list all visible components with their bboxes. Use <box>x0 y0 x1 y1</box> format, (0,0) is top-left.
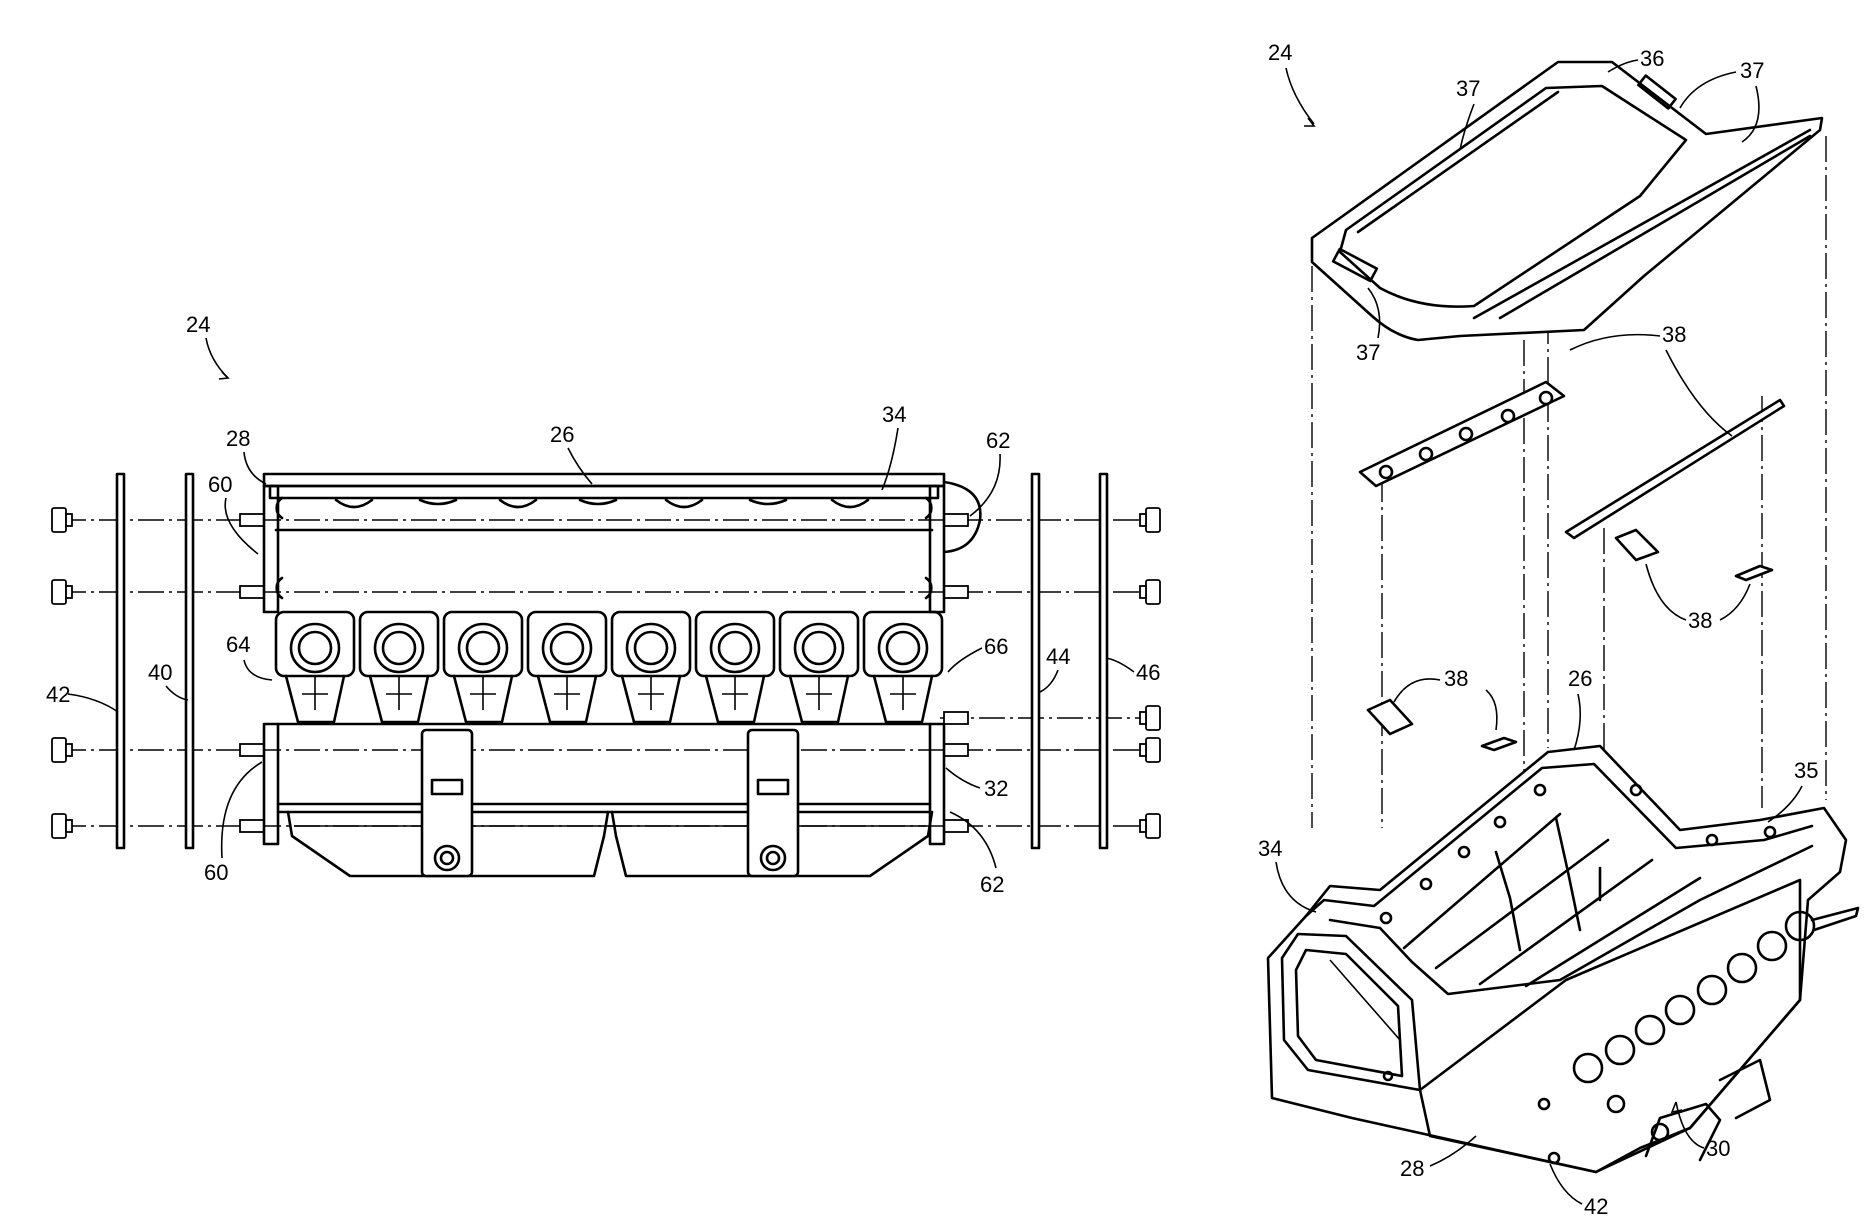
bracket-right <box>748 730 798 876</box>
plate-40 <box>186 474 193 848</box>
label-62-top: 62 <box>986 428 1010 453</box>
gasket-38-c <box>1616 530 1658 560</box>
plate-42 <box>117 474 124 848</box>
left-labels: 24 28 26 34 62 60 64 40 42 60 66 44 <box>46 312 1160 897</box>
label-36: 36 <box>1640 46 1664 71</box>
label-34-r: 34 <box>1258 836 1282 861</box>
label-32: 32 <box>984 776 1008 801</box>
housing-26 <box>264 474 980 844</box>
gasket-38-b <box>1566 400 1784 538</box>
connector <box>612 612 690 722</box>
connector <box>780 612 858 722</box>
connector <box>276 612 354 722</box>
label-64: 64 <box>226 632 250 657</box>
gasket-38-f <box>1482 738 1516 750</box>
label-37-c: 37 <box>1356 340 1380 365</box>
housing-assembly <box>1268 746 1858 1172</box>
label-24-r: 24 <box>1268 40 1292 65</box>
label-24: 24 <box>186 312 210 337</box>
label-37-a: 37 <box>1456 76 1480 101</box>
label-62-bottom: 62 <box>980 872 1004 897</box>
gasket-38-a <box>1360 382 1564 486</box>
label-35: 35 <box>1794 758 1818 783</box>
label-28: 28 <box>226 426 250 451</box>
label-40: 40 <box>148 660 172 685</box>
label-42: 42 <box>46 682 70 707</box>
connector <box>696 612 774 722</box>
connector <box>360 612 438 722</box>
bottom-fairing <box>288 812 932 876</box>
label-28-r: 28 <box>1400 1156 1424 1181</box>
label-37-b: 37 <box>1740 58 1764 83</box>
label-46: 46 <box>1136 660 1160 685</box>
label-30: 30 <box>1706 1136 1730 1161</box>
right-exploded-view: 24 36 37 37 37 38 38 38 26 35 <box>1258 40 1858 1219</box>
connector <box>444 612 522 722</box>
label-26-r: 26 <box>1568 666 1592 691</box>
label-38-b: 38 <box>1688 608 1712 633</box>
connector <box>528 612 606 722</box>
gasket-38-d <box>1736 566 1772 580</box>
gasket-38-e <box>1368 700 1412 734</box>
label-44: 44 <box>1046 644 1070 669</box>
bracket-left <box>422 730 472 876</box>
left-exploded-view: 24 28 26 34 62 60 64 40 42 60 66 44 <box>46 312 1160 897</box>
label-60-bottom: 60 <box>204 860 228 885</box>
label-38-c: 38 <box>1444 666 1468 691</box>
connector <box>864 612 942 722</box>
connector-row <box>276 612 942 722</box>
cover-36 <box>1312 62 1822 340</box>
label-26: 26 <box>550 422 574 447</box>
plate-46 <box>1100 474 1107 848</box>
bolts-left <box>52 508 72 838</box>
label-34: 34 <box>882 402 906 427</box>
label-66: 66 <box>984 634 1008 659</box>
label-38-a: 38 <box>1662 322 1686 347</box>
label-60-top: 60 <box>208 472 232 497</box>
plate-44 <box>1032 474 1039 848</box>
label-42-r: 42 <box>1584 1194 1608 1219</box>
